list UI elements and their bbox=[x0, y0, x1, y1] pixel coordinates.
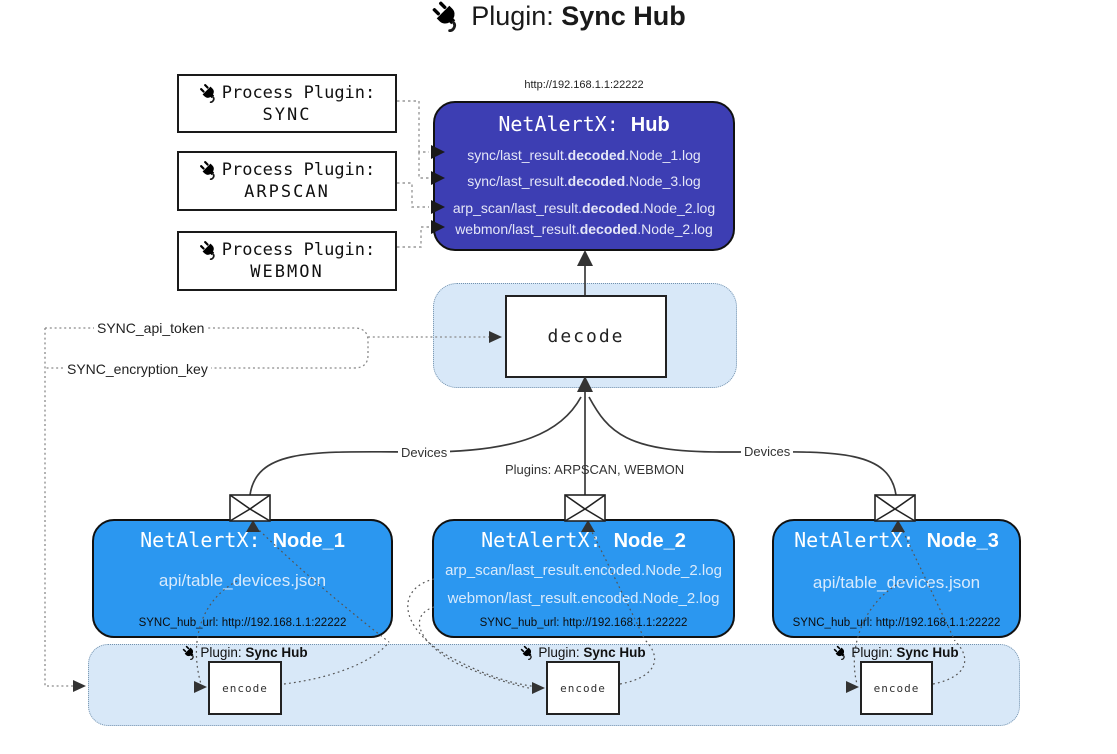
encode-label: encode bbox=[873, 681, 920, 695]
plug-icon bbox=[431, 0, 463, 32]
node-title: NetAlertX: Node_1 bbox=[140, 528, 345, 552]
node-title: NetAlertX: Node_2 bbox=[481, 528, 686, 552]
encode-box: encode bbox=[546, 661, 620, 715]
devices-edge-label-left: Devices bbox=[398, 445, 451, 460]
node-hub-url: SYNC_hub_url: http://192.168.1.1:22222 bbox=[792, 617, 1001, 629]
encode-box: encode bbox=[860, 661, 933, 715]
diagram-title: Plugin: Sync Hub bbox=[0, 0, 1117, 32]
node-file-row: api/table_devices.json bbox=[158, 571, 327, 590]
plug-icon bbox=[199, 83, 219, 103]
encode-label: encode bbox=[560, 681, 606, 695]
decode-box: decode bbox=[505, 295, 667, 378]
envelope-icons bbox=[229, 494, 916, 522]
plugins-edge-label: Plugins: ARPSCAN, WEBMON bbox=[505, 462, 685, 477]
container-in-arrowhead bbox=[73, 680, 86, 692]
hub-in-arrowhead bbox=[577, 250, 593, 266]
process-plugin-name: SYNC bbox=[262, 104, 312, 125]
devices-edge-label-right: Devices bbox=[741, 444, 794, 459]
envelope-icon bbox=[229, 494, 271, 522]
envelope-icon bbox=[874, 494, 916, 522]
process-plugin-sync-box: Process Plugin: SYNC bbox=[177, 74, 397, 133]
node-hub-url: SYNC_hub_url: http://192.168.1.1:22222 bbox=[479, 617, 688, 629]
sync-encryption-key-label: SYNC_encryption_key bbox=[64, 361, 211, 377]
envelope-icon bbox=[564, 494, 606, 522]
hub-log-row: arp_scan/last_result.decoded.Node_2.log bbox=[452, 200, 716, 216]
node-file-row: api/table_devices.json bbox=[812, 573, 981, 592]
plug-icon bbox=[833, 645, 848, 660]
process-plugin-webmon-box: Process Plugin: WEBMON bbox=[177, 231, 397, 291]
encode-box: encode bbox=[208, 661, 282, 715]
encoder-plugin-label: Plugin: Sync Hub bbox=[160, 645, 330, 660]
plug-icon bbox=[182, 645, 197, 660]
page-title: Plugin: Sync Hub bbox=[471, 0, 686, 31]
node-file-row: arp_scan/last_result.encoded.Node_2.log bbox=[445, 562, 722, 579]
node-file-row: webmon/last_result.encoded.Node_2.log bbox=[447, 590, 720, 607]
plug-icon bbox=[199, 240, 219, 260]
process-plugin-name: WEBMON bbox=[250, 262, 324, 282]
node-2-box: NetAlertX: Node_2 arp_scan/last_result.e… bbox=[432, 519, 735, 638]
node-hub-url: SYNC_hub_url: http://192.168.1.1:22222 bbox=[138, 617, 347, 629]
hub-log-row: sync/last_result.decoded.Node_1.log bbox=[467, 147, 701, 163]
hub-title: NetAlertX: Hub bbox=[498, 112, 670, 136]
node-3-box: NetAlertX: Node_3 api/table_devices.json… bbox=[772, 519, 1021, 638]
hub-log-row: webmon/last_result.decoded.Node_2.log bbox=[455, 221, 713, 237]
process-plugin-label: Process Plugin: bbox=[221, 240, 376, 260]
plug-icon bbox=[520, 645, 535, 660]
node-title: NetAlertX: Node_3 bbox=[794, 528, 999, 552]
process-plugin-arpscan-box: Process Plugin: ARPSCAN bbox=[177, 151, 397, 211]
encoder-plugin-label: Plugin: Sync Hub bbox=[498, 645, 668, 660]
plug-icon bbox=[199, 160, 219, 180]
node-1-box: NetAlertX: Node_1 api/table_devices.json… bbox=[92, 519, 393, 638]
process-plugin-name: ARPSCAN bbox=[244, 182, 330, 202]
sync-api-token-label: SYNC_api_token bbox=[94, 320, 208, 336]
hub-box: NetAlertX: Hub sync/last_result.decoded.… bbox=[433, 101, 735, 251]
encoder-plugin-label: Plugin: Sync Hub bbox=[811, 645, 981, 660]
process-plugin-label: Process Plugin: bbox=[221, 160, 376, 180]
hub-url: http://192.168.1.1:22222 bbox=[524, 79, 644, 91]
process-plugin-label: Process Plugin: bbox=[221, 82, 376, 103]
encode-label: encode bbox=[222, 681, 268, 695]
hub-log-row: sync/last_result.decoded.Node_3.log bbox=[467, 173, 701, 189]
decode-label: decode bbox=[547, 326, 625, 347]
plugin-to-hub-dotted-connectors bbox=[397, 100, 429, 248]
